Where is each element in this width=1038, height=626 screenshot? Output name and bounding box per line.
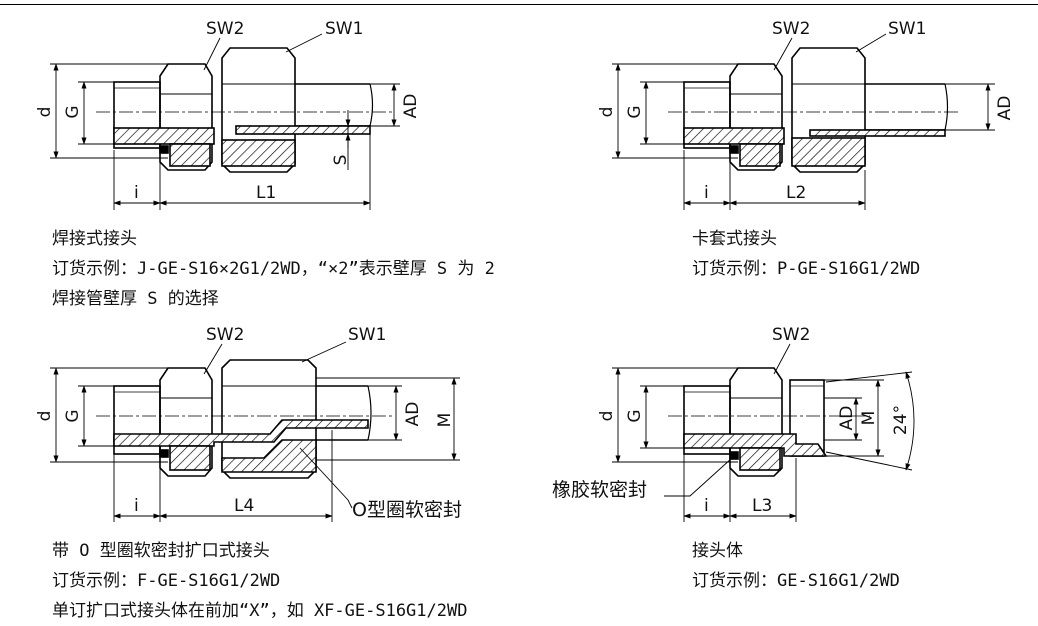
ferrule-ad-label: AD — [995, 96, 1015, 121]
flare-caption-note: 单订扩口式接头体在前加“X”，如 XF-GE-S16G1/2WD — [52, 601, 468, 621]
flare-sw1-label: SW1 — [348, 325, 386, 345]
flare-i-label: i — [134, 496, 139, 516]
body-g-label: G — [625, 409, 645, 422]
weld-s-label: S — [331, 155, 351, 166]
ferrule-fitting-labels: SW2 SW1 d G AD i L2 — [597, 19, 1015, 203]
ferrule-fitting-dimensions — [612, 33, 995, 210]
weld-caption-note: 焊接管壁厚 S 的选择 — [52, 289, 219, 309]
flare-ad-label: AD — [403, 402, 423, 427]
weld-sw2-label: SW2 — [206, 19, 244, 39]
ferrule-caption-example: 订货示例：P-GE-S16G1/2WD — [692, 259, 921, 279]
body-d-label: d — [597, 411, 617, 422]
ferrule-fitting-drawing — [668, 47, 960, 173]
body-angle-label: 24° — [891, 405, 911, 435]
weld-caption: 焊接式接头 订货示例：J-GE-S16×2G1/2WD，“×2”表示壁厚 S 为… — [52, 224, 495, 314]
body-caption: 接头体 订货示例：GE-S16G1/2WD — [692, 536, 900, 596]
weld-i-label: i — [134, 183, 139, 203]
body-length-label: L3 — [752, 496, 772, 516]
ferrule-caption-title: 卡套式接头 — [692, 229, 777, 249]
flare-d-label: d — [35, 411, 55, 422]
body-m-label: M — [859, 411, 879, 426]
ferrule-length-label: L2 — [786, 183, 806, 203]
flare-o-ring-callout: O型圈软密封 — [352, 499, 462, 521]
flare-fitting-labels: SW2 SW1 d G AD M i L4 O型圈软密封 — [35, 325, 462, 521]
flare-g-label: G — [63, 409, 83, 422]
flare-caption-example: 订货示例：F-GE-S16G1/2WD — [52, 571, 281, 591]
ferrule-sw2-label: SW2 — [772, 19, 810, 39]
weld-sw1-label: SW1 — [325, 19, 363, 39]
weld-g-label: G — [63, 105, 83, 118]
body-caption-title: 接头体 — [692, 541, 743, 561]
weld-d-label: d — [35, 107, 55, 118]
weld-fitting-dimensions — [50, 33, 400, 210]
body-rubber-seal-callout: 橡胶软密封 — [552, 479, 647, 501]
flare-caption: 带 O 型圈软密封扩口式接头 订货示例：F-GE-S16G1/2WD 单订扩口式… — [52, 536, 467, 626]
ferrule-g-label: G — [625, 105, 645, 118]
flare-m-label: M — [435, 413, 455, 428]
ferrule-sw1-label: SW1 — [888, 19, 926, 39]
weld-fitting-drawing — [96, 47, 392, 173]
weld-fitting-labels: SW2 SW1 d G AD S i L1 — [35, 19, 421, 203]
top-rule — [0, 4, 1038, 5]
body-ad-label: AD — [837, 406, 857, 431]
weld-caption-example: 订货示例：J-GE-S16×2G1/2WD，“×2”表示壁厚 S 为 2 — [52, 259, 495, 279]
flare-sw2-label: SW2 — [206, 325, 244, 345]
body-caption-example: 订货示例：GE-S16G1/2WD — [692, 571, 900, 591]
ferrule-d-label: d — [597, 107, 617, 118]
flare-fitting-dimensions — [50, 341, 460, 522]
fitting-body-labels: SW2 d G AD M 24° i L3 橡胶软密封 — [552, 325, 911, 516]
flare-length-label: L4 — [234, 496, 254, 516]
body-sw2-label: SW2 — [772, 325, 810, 345]
flare-fitting-drawing — [96, 359, 392, 479]
weld-length-label: L1 — [256, 183, 276, 203]
weld-ad-label: AD — [401, 94, 421, 119]
ferrule-i-label: i — [704, 183, 709, 203]
weld-caption-title: 焊接式接头 — [52, 229, 137, 249]
ferrule-caption: 卡套式接头 订货示例：P-GE-S16G1/2WD — [692, 224, 920, 284]
fitting-body-dimensions — [612, 343, 915, 522]
flare-caption-title: 带 O 型圈软密封扩口式接头 — [52, 541, 270, 561]
body-i-label: i — [704, 496, 709, 516]
